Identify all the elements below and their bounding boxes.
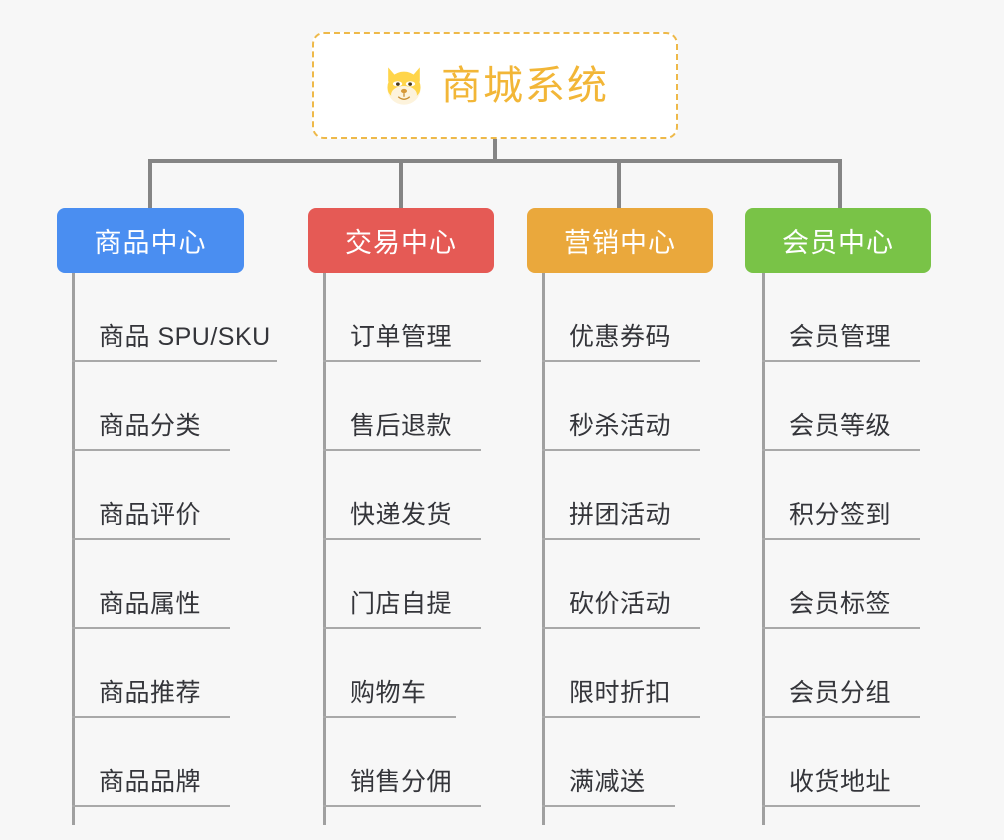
- leaf-label: 拼团活动: [569, 501, 672, 529]
- leaf-item[interactable]: 会员等级: [762, 362, 920, 451]
- leaf-label: 优惠券码: [569, 323, 672, 351]
- column-header-label: 会员中心: [782, 228, 894, 258]
- leaf-item[interactable]: 商品评价: [72, 451, 230, 540]
- leaf-label: 商品评价: [99, 501, 202, 529]
- leaf-label: 会员标签: [789, 590, 892, 618]
- leaf-label: 秒杀活动: [569, 412, 672, 440]
- leaf-label: 砍价活动: [569, 590, 672, 618]
- leaf-item[interactable]: 销售分佣: [323, 718, 481, 807]
- root-node[interactable]: 商城系统: [312, 32, 678, 139]
- leaf-item[interactable]: 购物车: [323, 629, 456, 718]
- column-stem-marketing-center: [542, 273, 545, 825]
- leaf-item[interactable]: 积分签到: [762, 451, 920, 540]
- column-header-trade-center[interactable]: 交易中心: [308, 208, 494, 273]
- leaf-item[interactable]: 满减送: [542, 718, 675, 807]
- leaf-item[interactable]: 收货地址: [762, 718, 920, 807]
- leaf-label: 会员分组: [789, 679, 892, 707]
- column-header-label: 营销中心: [564, 228, 676, 258]
- column-stem-product-center: [72, 273, 75, 825]
- leaf-label: 积分签到: [789, 501, 892, 529]
- leaf-label: 快递发货: [350, 501, 453, 529]
- leaf-item[interactable]: 砍价活动: [542, 540, 700, 629]
- leaf-label: 会员等级: [789, 412, 892, 440]
- leaf-label: 商品属性: [99, 590, 202, 618]
- leaf-label: 商品品牌: [99, 768, 202, 796]
- leaf-item[interactable]: 快递发货: [323, 451, 481, 540]
- leaf-label: 门店自提: [350, 590, 453, 618]
- leaf-item[interactable]: 限时折扣: [542, 629, 700, 718]
- drop-line-col-1: [148, 159, 152, 209]
- leaf-label: 收货地址: [789, 768, 892, 796]
- drop-line-col-2: [399, 159, 403, 209]
- drop-line-col-3: [617, 159, 621, 209]
- leaf-item[interactable]: 会员分组: [762, 629, 920, 718]
- leaf-item[interactable]: 秒杀活动: [542, 362, 700, 451]
- leaf-label: 购物车: [350, 679, 427, 707]
- leaf-label: 商品推荐: [99, 679, 202, 707]
- column-stem-member-center: [762, 273, 765, 825]
- drop-line-col-4: [838, 159, 842, 209]
- leaf-label: 商品分类: [99, 412, 202, 440]
- leaf-item[interactable]: 门店自提: [323, 540, 481, 629]
- leaf-item[interactable]: 商品 SPU/SKU: [72, 273, 277, 362]
- leaf-label: 商品 SPU/SKU: [99, 323, 271, 351]
- leaf-item[interactable]: 优惠券码: [542, 273, 700, 362]
- leaf-label: 会员管理: [789, 323, 892, 351]
- leaf-item[interactable]: 商品推荐: [72, 629, 230, 718]
- dog-face-icon: [381, 63, 427, 109]
- column-header-marketing-center[interactable]: 营销中心: [527, 208, 713, 273]
- leaf-item[interactable]: 拼团活动: [542, 451, 700, 540]
- horizontal-bus-line: [148, 159, 842, 163]
- column-header-label: 商品中心: [94, 228, 207, 258]
- column-header-product-center[interactable]: 商品中心: [57, 208, 244, 273]
- leaf-label: 销售分佣: [350, 768, 453, 796]
- root-title: 商城系统: [441, 63, 609, 108]
- leaf-label: 售后退款: [350, 412, 453, 440]
- leaf-item[interactable]: 会员管理: [762, 273, 920, 362]
- leaf-item[interactable]: 商品品牌: [72, 718, 230, 807]
- leaf-item[interactable]: 商品属性: [72, 540, 230, 629]
- leaf-item[interactable]: 会员标签: [762, 540, 920, 629]
- leaf-label: 满减送: [569, 768, 646, 796]
- leaf-item[interactable]: 商品分类: [72, 362, 230, 451]
- leaf-label: 订单管理: [350, 323, 453, 351]
- leaf-label: 限时折扣: [569, 679, 672, 707]
- column-header-member-center[interactable]: 会员中心: [745, 208, 931, 273]
- leaf-item[interactable]: 售后退款: [323, 362, 481, 451]
- root-stem-line: [493, 139, 497, 163]
- column-header-label: 交易中心: [345, 228, 457, 258]
- leaf-item[interactable]: 订单管理: [323, 273, 481, 362]
- column-stem-trade-center: [323, 273, 326, 825]
